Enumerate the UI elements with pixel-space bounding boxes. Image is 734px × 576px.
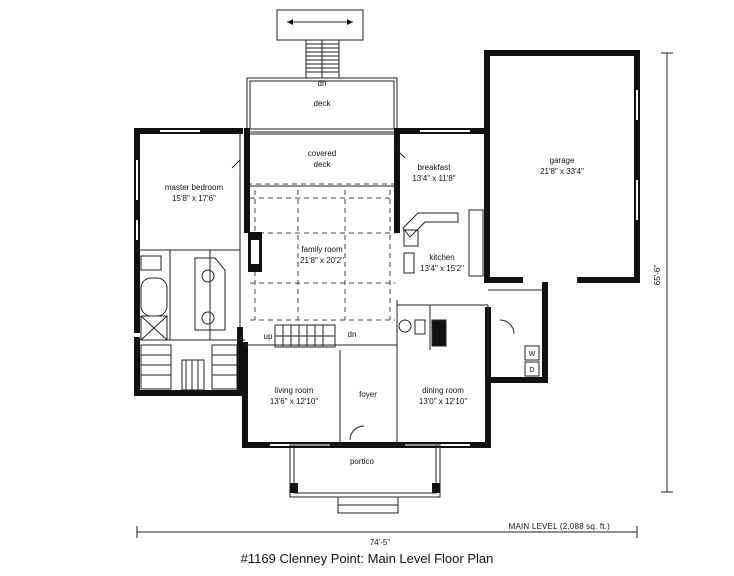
garage-size: 21'8" x 33'4" xyxy=(540,167,584,176)
covered-deck-label-line1: covered xyxy=(308,149,336,158)
laundry xyxy=(524,345,540,377)
depth-dimension: 65'-6" xyxy=(653,265,662,286)
dining-room-size: 13'0" x 12'10" xyxy=(419,397,467,406)
kitchen-counters xyxy=(402,209,484,277)
dining-room-label: dining room xyxy=(422,386,464,395)
kitchen-size: 13'4" x 15'2" xyxy=(420,264,464,273)
interior-walls xyxy=(137,131,545,445)
portico-label: portico xyxy=(350,457,375,466)
living-room-size: 13'6" x 12'10" xyxy=(270,397,318,406)
stair-dn-label: dn xyxy=(348,330,357,339)
covered-deck-label-line2: deck xyxy=(314,160,332,169)
family-room-size: 21'8" x 20'2" xyxy=(300,256,344,265)
dimension-lines xyxy=(136,52,673,538)
foyer-label: foyer xyxy=(359,390,377,399)
deck xyxy=(246,77,398,133)
deck-stair-dn-label: dn xyxy=(318,79,327,88)
master-bedroom-label: master bedroom xyxy=(165,183,224,192)
garage-label: garage xyxy=(550,156,575,165)
stair-up-label: up xyxy=(264,332,273,341)
dryer-label: D xyxy=(529,367,534,374)
master-bedroom-size: 15'8" x 17'6" xyxy=(172,194,216,203)
living-room-label: living room xyxy=(275,386,314,395)
powder-room xyxy=(398,319,447,347)
level-label: MAIN LEVEL (2,088 sq. ft.) xyxy=(508,522,610,531)
portico xyxy=(289,444,441,514)
family-room-label: family room xyxy=(301,245,343,254)
closets xyxy=(140,344,238,391)
main-stair xyxy=(274,324,336,348)
deck-stair-landing xyxy=(276,9,364,79)
breakfast-size: 13'4" x 11'8" xyxy=(412,174,455,183)
washer-label: W xyxy=(529,351,536,358)
kitchen-label: kitchen xyxy=(429,253,454,262)
plan-title: #1169 Clenney Point: Main Level Floor Pl… xyxy=(240,551,494,566)
bath-fixtures xyxy=(140,255,226,341)
fireplace xyxy=(248,232,262,272)
ceiling-beams xyxy=(250,190,395,321)
width-dimension: 74'-5" xyxy=(370,538,391,547)
door-swings xyxy=(231,149,515,441)
deck-label: deck xyxy=(314,99,332,108)
breakfast-label: breakfast xyxy=(418,163,452,172)
